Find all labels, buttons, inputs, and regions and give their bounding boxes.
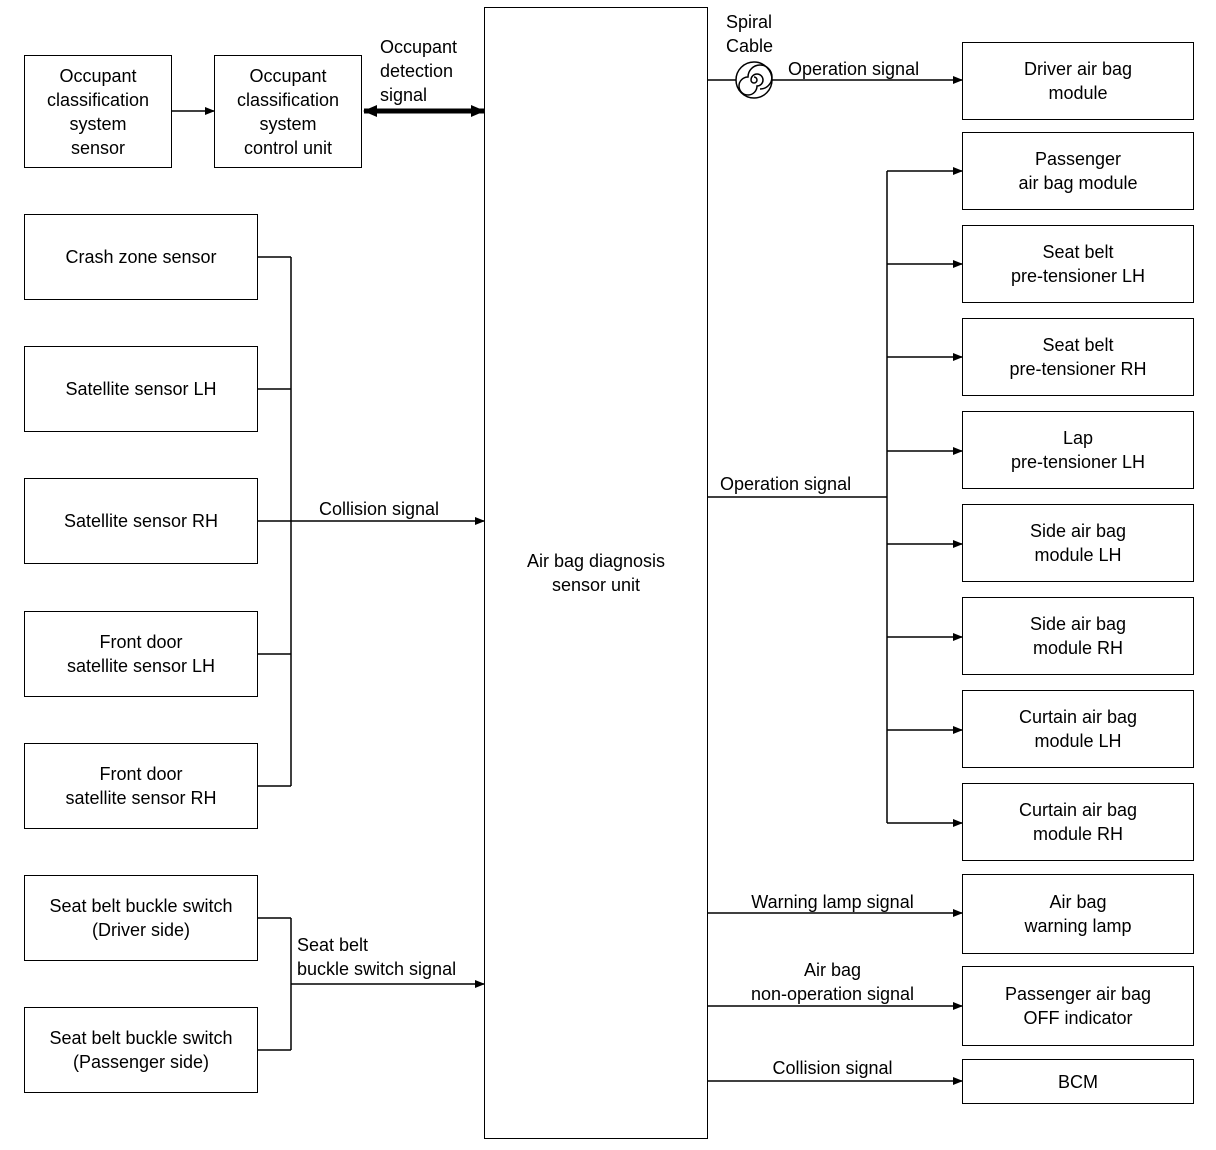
curtain-air-bag-module-lh-box: Curtain air bag module LH [962, 690, 1194, 768]
crash-zone-sensor-box: Crash zone sensor [24, 214, 258, 300]
seat-belt-pretensioner-lh-box: Seat belt pre-tensioner LH [962, 225, 1194, 303]
center-unit-label: Air bag diagnosis sensor unit [526, 551, 666, 595]
driver-air-bag-module-box: Driver air bag module [962, 42, 1194, 120]
non-operation-signal-label: Air bag non-operation signal [750, 960, 915, 1004]
side-air-bag-module-lh-box: Side air bag module LH [962, 504, 1194, 582]
driver-operation-signal-label: Operation signal [788, 59, 920, 79]
buckle-switch-passenger-box: Seat belt buckle switch (Passenger side) [24, 1007, 258, 1093]
spiral-cable-icon [735, 61, 773, 99]
occupant-classification-control-unit-box: Occupant classification system control u… [214, 55, 362, 168]
bcm-box: BCM [962, 1059, 1194, 1104]
satellite-sensor-lh-box: Satellite sensor LH [24, 346, 258, 432]
air-bag-diagnosis-sensor-unit: Air bag diagnosis sensor unit [484, 7, 708, 1139]
air-bag-warning-lamp-box: Air bag warning lamp [962, 874, 1194, 954]
buckle-switch-driver-box: Seat belt buckle switch (Driver side) [24, 875, 258, 961]
satellite-sensor-rh-box: Satellite sensor RH [24, 478, 258, 564]
collision-in-signal-label: Collision signal [319, 499, 440, 519]
spiral-cable-label: Spiral Cable [726, 12, 774, 56]
collision-out-signal-label: Collision signal [772, 1058, 893, 1078]
side-air-bag-module-rh-box: Side air bag module RH [962, 597, 1194, 675]
seat-belt-pretensioner-rh-box: Seat belt pre-tensioner RH [962, 318, 1194, 396]
passenger-air-bag-off-indicator-box: Passenger air bag OFF indicator [962, 966, 1194, 1046]
warning-lamp-signal-label: Warning lamp signal [751, 892, 914, 912]
lap-pretensioner-lh-box: Lap pre-tensioner LH [962, 411, 1194, 489]
occupant-detection-signal-label: Occupant detection signal [380, 37, 458, 105]
passenger-air-bag-module-box: Passenger air bag module [962, 132, 1194, 210]
buckle-switch-signal-label: Seat belt buckle switch signal [297, 935, 457, 979]
operation-main-signal-label: Operation signal [720, 474, 852, 494]
front-door-satellite-sensor-lh-box: Front door satellite sensor LH [24, 611, 258, 697]
front-door-satellite-sensor-rh-box: Front door satellite sensor RH [24, 743, 258, 829]
curtain-air-bag-module-rh-box: Curtain air bag module RH [962, 783, 1194, 861]
occupant-classification-sensor-box: Occupant classification system sensor [24, 55, 172, 168]
